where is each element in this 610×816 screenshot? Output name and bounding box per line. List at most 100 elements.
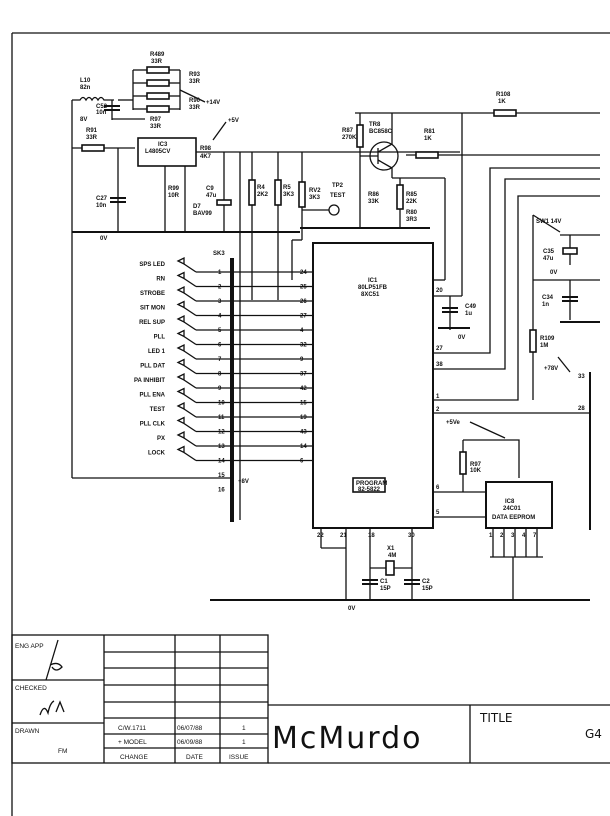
wire bbox=[183, 292, 197, 302]
ic1-package: 8XC51 bbox=[361, 292, 380, 298]
ic8-label: IC8 bbox=[505, 499, 515, 505]
issue-header: ISSUE bbox=[229, 754, 249, 761]
r81-label: R81 bbox=[424, 129, 436, 135]
power-section: L10 82n C52 10n 8V R489 33R R93 33R R90 … bbox=[71, 52, 600, 520]
r489-value: 33R bbox=[151, 59, 163, 65]
tp2-value: TEST bbox=[330, 193, 346, 199]
r489-label: R489 bbox=[150, 52, 165, 58]
d7-label: D7 bbox=[193, 204, 201, 210]
r97b-label: R97 bbox=[470, 462, 482, 468]
connector-arrow-icon bbox=[176, 271, 185, 280]
sk3-label: SK3 bbox=[213, 251, 225, 257]
connector-pin-number: 9 bbox=[218, 386, 222, 392]
r4-label: R4 bbox=[257, 185, 265, 191]
company-logo: McMurdo bbox=[272, 721, 422, 756]
r81-value: 1K bbox=[424, 136, 432, 142]
ic1-pin: 4 bbox=[300, 328, 304, 334]
c1-value: 15P bbox=[380, 586, 391, 592]
r87-label: R87 bbox=[342, 128, 354, 134]
ic1-pin: 18 bbox=[368, 533, 375, 539]
wire bbox=[183, 437, 197, 447]
drawn-by: FM bbox=[58, 748, 67, 755]
c34-value: 1n bbox=[542, 302, 549, 308]
ic1-pin: 5 bbox=[436, 510, 440, 516]
connector-signal-label: RN bbox=[156, 277, 165, 283]
title-label: TITLE bbox=[479, 711, 512, 725]
8v-label: 8V bbox=[80, 117, 87, 123]
connector-pin-number: 3 bbox=[218, 299, 222, 305]
title-value: G4 bbox=[585, 727, 602, 741]
connector-pin-number: 15 bbox=[218, 473, 225, 479]
ic8-pin: 7 bbox=[533, 533, 537, 539]
ic1-label: IC1 bbox=[368, 278, 378, 284]
wire bbox=[183, 393, 197, 404]
connector-arrow-icon bbox=[176, 430, 185, 440]
ic1-pin: 27 bbox=[436, 346, 443, 352]
connector-arrow-icon bbox=[176, 445, 185, 454]
r5-label: R5 bbox=[283, 185, 291, 191]
issue-cell: 1 bbox=[242, 739, 246, 746]
l10-label: L10 bbox=[80, 78, 91, 84]
wire bbox=[183, 277, 197, 288]
eng-app-label: ENG APP bbox=[15, 643, 44, 650]
connector-pin-number: 11 bbox=[218, 415, 225, 421]
r90-label: R90 bbox=[189, 98, 201, 104]
ic8-pin: 1 bbox=[489, 533, 493, 539]
wire bbox=[183, 306, 197, 317]
c2-label: C2 bbox=[422, 579, 430, 585]
connector-pin-number: 7 bbox=[218, 357, 222, 363]
wire bbox=[183, 451, 197, 462]
wire bbox=[183, 408, 197, 418]
ic8-pin: 2 bbox=[500, 533, 504, 539]
c52-value: 10n bbox=[96, 110, 107, 116]
r5-value: 3K3 bbox=[283, 192, 295, 198]
ic1-pin: 38 bbox=[436, 362, 443, 368]
date-cell: 06/07/88 bbox=[177, 725, 203, 732]
ic1-pin: 27 bbox=[300, 314, 307, 320]
r91-label: R91 bbox=[86, 128, 98, 134]
connector-arrow-icon bbox=[176, 300, 185, 309]
ic8-part: 24C01 bbox=[503, 506, 521, 512]
ic1-pin: 24 bbox=[300, 270, 307, 276]
wire bbox=[183, 263, 197, 273]
title-block: ENG APP CHECKED DRAWN FM C/W.1711 06/07/… bbox=[11, 634, 610, 764]
connector-arrow-icon bbox=[176, 314, 185, 324]
r87-value: 270K bbox=[342, 135, 357, 141]
tp2-label: TP2 bbox=[332, 183, 344, 189]
ic8-pin: 4 bbox=[522, 533, 526, 539]
program-label: PROGRAM bbox=[356, 481, 387, 487]
ic1-pin: 26 bbox=[300, 299, 307, 305]
r97-value: 33R bbox=[150, 124, 162, 130]
r97-label: R97 bbox=[150, 117, 162, 123]
tr8-part: BC858C bbox=[369, 129, 393, 135]
connector-signal-label: STROBE bbox=[140, 291, 165, 297]
rv2-value: 3K3 bbox=[309, 195, 321, 201]
r91-value: 33R bbox=[86, 135, 98, 141]
ic1-part: 80LP51FB bbox=[358, 285, 388, 291]
r90-value: 33R bbox=[189, 105, 201, 111]
c27-label: C27 bbox=[96, 196, 108, 202]
r108-value: 1K bbox=[498, 99, 506, 105]
r86-label: R86 bbox=[368, 192, 380, 198]
connector-pin-number: 16 bbox=[218, 488, 225, 494]
gnd-label: 0V bbox=[100, 236, 107, 242]
r98-value: 4K7 bbox=[200, 154, 212, 160]
connector-arrow-icon bbox=[176, 416, 185, 425]
r109-label: R109 bbox=[540, 336, 555, 342]
ic3-part: L4805CV bbox=[145, 149, 170, 155]
ic1-microcontroller: IC1 80LP51FB 8XC51 PROGRAM 82-5822 24252… bbox=[210, 167, 600, 612]
connector-signal-label: SPS LED bbox=[139, 262, 165, 268]
wire bbox=[183, 379, 197, 389]
change-cell: + MODEL bbox=[118, 739, 147, 746]
gnd-label-2: 0V bbox=[458, 335, 465, 341]
drawn-label: DRAWN bbox=[15, 728, 40, 735]
connector-arrow-icon bbox=[176, 387, 185, 396]
connector-signal-label: LED 1 bbox=[148, 349, 166, 355]
ic1-pin: 19 bbox=[300, 415, 307, 421]
d7-value: BAV99 bbox=[193, 211, 213, 217]
connector-pin-number: 13 bbox=[218, 444, 225, 450]
connector-signal-label: PLL CLK bbox=[140, 422, 166, 428]
connector-arrow-icon bbox=[176, 372, 185, 382]
connector-signal-label: SIT MON bbox=[140, 306, 165, 312]
ic3-label: IC3 bbox=[158, 142, 168, 148]
